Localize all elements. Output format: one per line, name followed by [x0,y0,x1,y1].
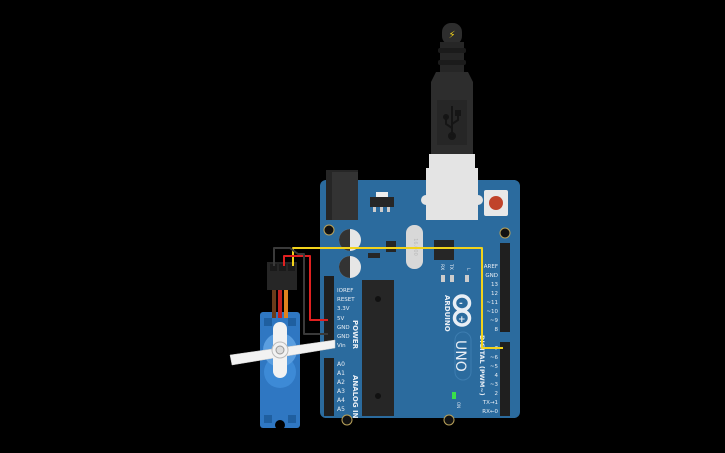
svg-text:A5: A5 [337,406,345,413]
svg-text:12: 12 [491,291,498,297]
svg-text:RX: RX [439,264,445,270]
svg-text:3.3V: 3.3V [337,306,350,312]
usb-icon [443,106,461,140]
svg-text:ARDUINO: ARDUINO [443,295,451,332]
svg-text:~11: ~11 [486,300,498,306]
voltage-regulator [370,197,394,207]
svg-text:ANALOG IN: ANALOG IN [351,375,359,419]
svg-text:GND: GND [337,325,350,331]
servo-horn[interactable] [229,322,336,378]
svg-text:~3: ~3 [490,382,499,388]
svg-text:~9: ~9 [490,318,499,324]
usb-port [426,168,478,220]
svg-text:DIGITAL (PWM~): DIGITAL (PWM~) [478,335,486,396]
reset-button[interactable] [484,190,508,216]
svg-text:A3: A3 [337,388,345,395]
svg-text:A0: A0 [337,361,345,368]
svg-text:4: 4 [495,373,499,379]
wires[interactable] [273,247,503,349]
svg-text:5V: 5V [337,316,344,322]
on-led [452,392,456,399]
svg-text:+: + [458,315,466,325]
svg-text:A4: A4 [337,397,345,404]
svg-text:UNO: UNO [452,340,468,372]
arduino-logo [452,294,472,327]
analog-header[interactable] [324,358,334,416]
signal-wire [292,247,503,349]
svg-text:~5: ~5 [490,364,499,370]
digital-header-bottom[interactable] [500,342,510,416]
svg-text:RESET: RESET [337,297,355,303]
servo-motor[interactable] [229,290,336,430]
capacitor [339,229,361,278]
svg-text:-: - [459,299,463,309]
svg-text:TX: TX [448,263,454,270]
digital-header-top[interactable] [500,243,510,332]
svg-text:L: L [465,268,471,271]
power-header[interactable] [324,276,334,342]
svg-text:8: 8 [495,327,499,333]
svg-text:A1: A1 [337,370,345,377]
svg-text:RX←0: RX←0 [482,409,498,415]
svg-text:Vin: Vin [337,343,346,349]
svg-text:~10: ~10 [486,309,498,315]
svg-text:A2: A2 [337,379,345,386]
power-wire [283,255,328,321]
ground-wire [273,247,328,335]
svg-text:~6: ~6 [490,355,499,361]
svg-text:GND: GND [337,334,350,340]
svg-text:AREF: AREF [484,264,498,270]
svg-text:GND: GND [485,273,498,279]
svg-text:ON: ON [456,402,461,408]
svg-text:TX→1: TX→1 [482,400,498,406]
arduino-uno-board[interactable]: 16.000 IOREF RESET 3.3V 5V GND GND Vin P… [320,168,520,426]
lightning-icon: ⚡ [448,30,455,41]
svg-text:13: 13 [491,282,498,288]
svg-text:IOREF: IOREF [337,288,353,294]
svg-text:2: 2 [495,391,499,397]
svg-text:POWER: POWER [351,320,359,350]
